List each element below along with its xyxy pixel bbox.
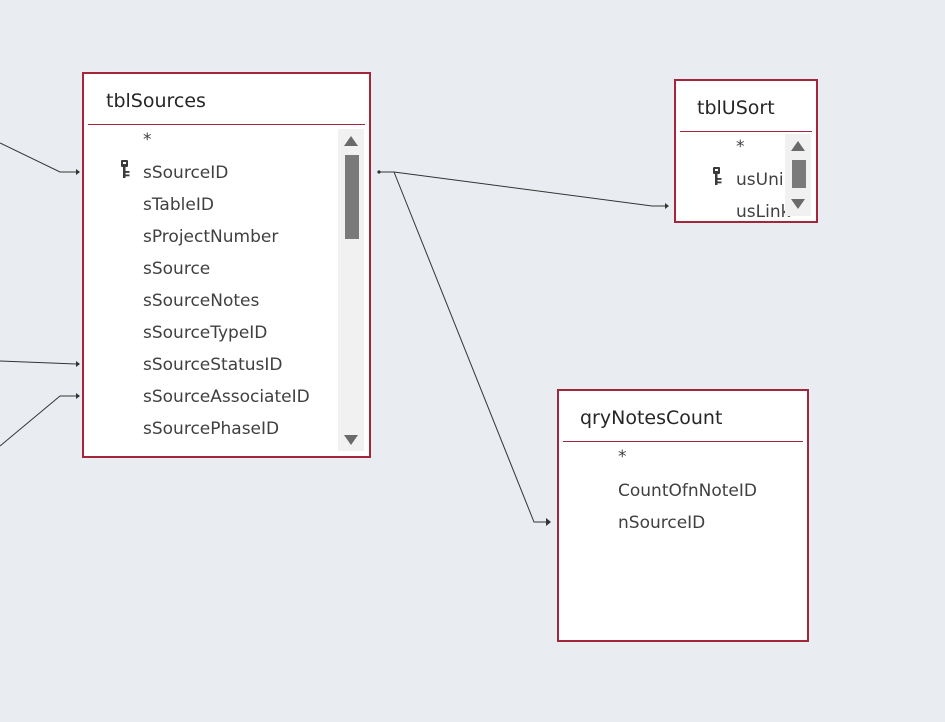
scrollbar-thumb[interactable] — [345, 155, 359, 239]
field-all[interactable]: * — [618, 447, 627, 467]
field-stableid[interactable]: sTableID — [143, 195, 214, 215]
vertical-scrollbar[interactable] — [785, 134, 811, 216]
table-title[interactable]: tblUSort — [697, 97, 775, 119]
field-uslink[interactable]: usLink — [736, 202, 791, 222]
field-ssourcestatusid[interactable]: sSourceStatusID — [143, 355, 283, 375]
relationship-line-left-ssourcestatusid-arrow — [76, 361, 80, 367]
key-icon — [120, 159, 132, 183]
relationship-line-sources-notescount-arrow — [546, 518, 551, 526]
table-title[interactable]: tblSources — [106, 90, 206, 112]
table-qrynotescount[interactable]: qryNotesCount * CountOfnNoteID nSourceID — [557, 389, 809, 642]
field-sprojectnumber[interactable]: sProjectNumber — [143, 227, 279, 247]
table-tblsources[interactable]: tblSources * sSourceID sTableID sProject… — [82, 72, 371, 458]
table-tblusort[interactable]: tblUSort * usUni usLink — [674, 79, 818, 223]
arrow-down-icon[interactable] — [791, 199, 805, 209]
relationship-line-left-ssourcestatusid[interactable] — [0, 360, 77, 365]
table-title[interactable]: qryNotesCount — [580, 407, 723, 429]
field-ssourcetypeid[interactable]: sSourceTypeID — [143, 323, 268, 343]
field-ssourcephaseid[interactable]: sSourcePhaseID — [143, 419, 280, 439]
field-ssourcenotes[interactable]: sSourceNotes — [143, 291, 260, 311]
field-usuni[interactable]: usUni — [736, 170, 784, 190]
arrow-down-icon[interactable] — [344, 435, 358, 445]
arrow-up-icon[interactable] — [344, 136, 358, 146]
arrow-up-icon[interactable] — [791, 141, 805, 151]
relationship-line-left-ssourceid-arrow — [76, 169, 80, 175]
field-all[interactable]: * — [143, 130, 152, 150]
scrollbar-thumb[interactable] — [792, 160, 806, 188]
key-icon — [712, 166, 724, 190]
field-countofnnoteid[interactable]: CountOfnNoteID — [618, 481, 757, 501]
relationship-line-sources-usort[interactable] — [378, 171, 668, 207]
relationship-line-left-ssourceid[interactable] — [0, 142, 76, 173]
relationship-line-left-ssourceassociateid-arrow — [76, 393, 80, 399]
relationship-line-left-ssourceassociateid[interactable] — [0, 395, 76, 447]
title-separator — [680, 131, 812, 132]
field-nsourceid[interactable]: nSourceID — [618, 513, 706, 533]
relationship-line-sources-usort-end — [377, 170, 381, 174]
field-ssourceid[interactable]: sSourceID — [143, 163, 229, 183]
vertical-scrollbar[interactable] — [338, 129, 364, 451]
field-all[interactable]: * — [736, 137, 745, 157]
relationship-line-sources-notescount[interactable] — [393, 171, 547, 523]
title-separator — [88, 124, 365, 125]
title-separator — [563, 441, 803, 442]
relationship-line-sources-usort-arrow — [665, 203, 669, 209]
field-ssource[interactable]: sSource — [143, 259, 211, 279]
field-ssourceassociateid[interactable]: sSourceAssociateID — [143, 387, 310, 407]
